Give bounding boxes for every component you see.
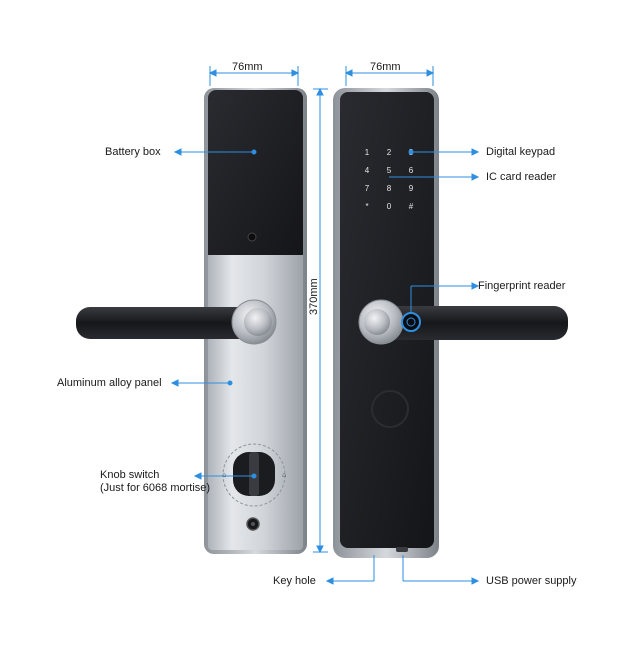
- keypad-key: #: [409, 202, 414, 211]
- knob-switch-label: Knob switch: [100, 469, 160, 481]
- lock-symbol-icon: ⌂: [282, 471, 286, 479]
- keypad-key: 0: [387, 202, 392, 211]
- digital-keypad: 123456789*0#: [365, 148, 414, 211]
- knob-switch-note: (Just for 6068 mortise): [100, 482, 211, 494]
- battery-box-label: Battery box: [105, 146, 161, 158]
- height-dimension: 370mm: [308, 278, 320, 315]
- fingerprint-reader-label: Fingerprint reader: [478, 280, 566, 292]
- front-panel-lock: 123456789*0#: [333, 88, 568, 558]
- callouts: [170, 148, 480, 585]
- keypad-key: 5: [387, 166, 392, 175]
- keypad-key: 8: [387, 184, 392, 193]
- keypad-key: 1: [365, 148, 370, 157]
- keypad-key: *: [365, 202, 368, 211]
- digital-keypad-label: Digital keypad: [486, 146, 556, 158]
- right-width-dimension: 76mm: [370, 61, 401, 73]
- usb-power-supply-label: USB power supply: [486, 575, 577, 587]
- battery-box-cover: [208, 90, 303, 262]
- front-handle: [372, 306, 568, 340]
- keypad-key: 4: [365, 166, 370, 175]
- logo-emboss-icon: [371, 390, 409, 428]
- unlock-symbol-icon: ⌂: [222, 471, 226, 479]
- usb-port: [396, 547, 408, 552]
- key-hole-label: Key hole: [273, 575, 316, 587]
- keypad-key: 7: [365, 184, 370, 193]
- dimension-lines: [208, 66, 435, 554]
- keypad-key: 6: [409, 166, 414, 175]
- aluminum-panel-label: Aluminum alloy panel: [57, 377, 162, 389]
- knob-switch-ring: [222, 443, 286, 507]
- keypad-key: 2: [387, 148, 392, 157]
- left-width-dimension: 76mm: [232, 61, 263, 73]
- ic-card-reader-label: IC card reader: [486, 171, 557, 183]
- back-handle: [76, 307, 256, 339]
- fingerprint-reader-icon: [401, 312, 421, 332]
- battery-screw: [247, 232, 257, 242]
- keypad-key: 9: [409, 184, 414, 193]
